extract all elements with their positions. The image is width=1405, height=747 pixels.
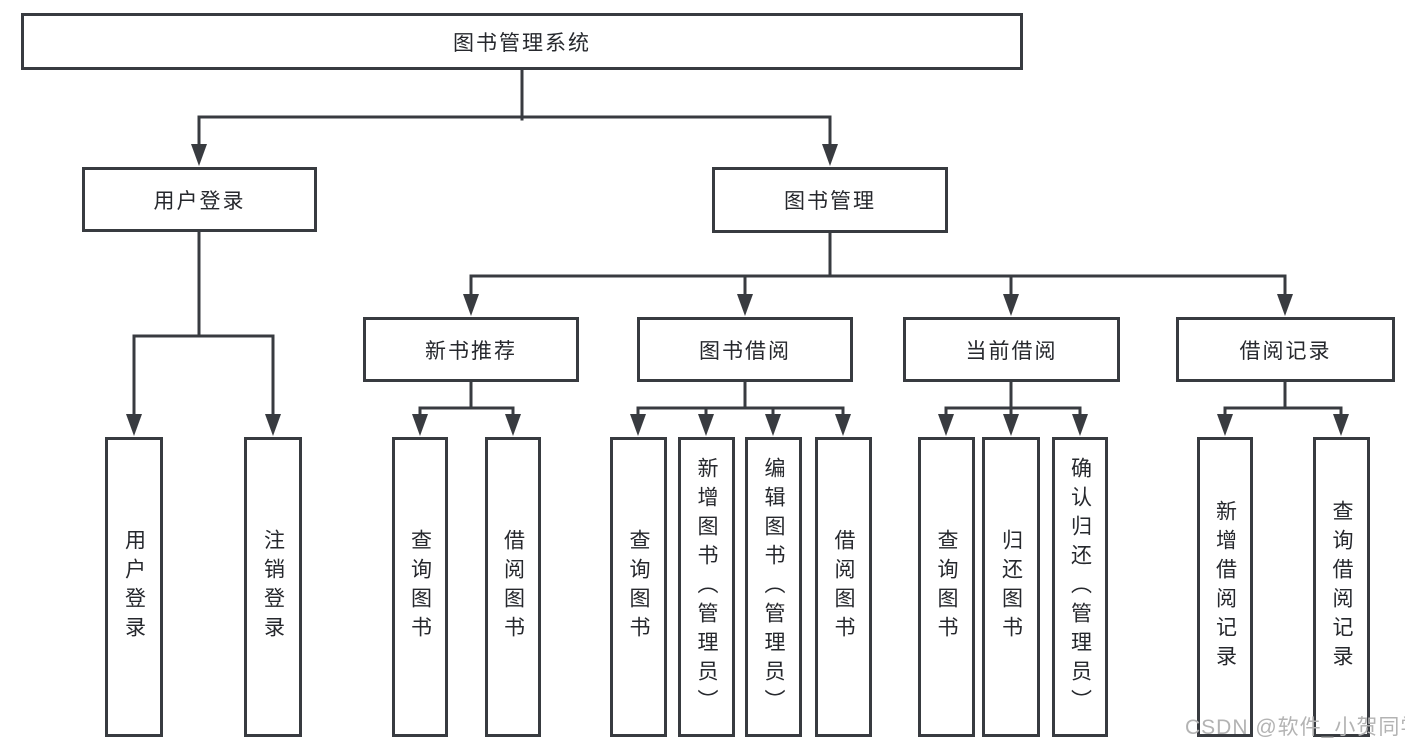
leaf-label: 编辑图书（管理员） [762, 456, 785, 718]
leaf-label: 新增图书（管理员） [695, 456, 718, 718]
arrowhead-icon [630, 414, 646, 436]
leaf-label: 借阅图书 [832, 529, 855, 645]
leaf-borrow-books-borrowing: 借阅图书 [815, 437, 872, 737]
leaf-label: 归还图书 [999, 529, 1023, 645]
arrowhead-icon [265, 414, 281, 436]
node-current-borrowing: 当前借阅 [903, 317, 1120, 382]
arrowhead-icon [1003, 294, 1019, 316]
connector-user-login-children [132, 229, 275, 420]
node-user-login: 用户登录 [82, 167, 317, 232]
arrowhead-icon [1277, 294, 1293, 316]
leaf-query-books-borrowing: 查询图书 [610, 437, 667, 737]
leaf-label: 用户登录 [122, 529, 146, 645]
leaf-query-books-recommend: 查询图书 [392, 437, 448, 737]
leaf-label: 新增借阅记录 [1213, 500, 1237, 674]
leaf-label: 查询图书 [408, 529, 432, 645]
node-label: 借阅记录 [1239, 339, 1332, 363]
node-library-management-system: 图书管理系统 [21, 13, 1023, 70]
leaf-label: 查询图书 [627, 529, 650, 645]
leaf-logout: 注销登录 [244, 437, 302, 737]
connector-current-children [944, 378, 1082, 420]
leaf-label: 借阅图书 [501, 529, 525, 645]
arrowhead-icon [463, 294, 479, 316]
arrowhead-icon [505, 414, 521, 436]
leaf-add-borrow-record: 新增借阅记录 [1197, 437, 1253, 737]
arrowhead-icon [1217, 414, 1233, 436]
leaf-query-borrow-record: 查询借阅记录 [1313, 437, 1370, 737]
node-label: 图书管理系统 [453, 31, 591, 55]
arrowhead-icon [938, 414, 954, 436]
arrowhead-icon [698, 414, 714, 436]
leaf-borrow-books-recommend: 借阅图书 [485, 437, 541, 737]
arrowhead-icon [191, 144, 207, 166]
arrowhead-icon [1333, 414, 1349, 436]
connector-book-mgmt-children [469, 230, 1287, 300]
leaf-label: 注销登录 [261, 529, 285, 645]
leaf-query-books-current: 查询图书 [918, 437, 975, 737]
leaf-add-book-admin: 新增图书（管理员） [678, 437, 735, 737]
connector-new-book-children [418, 378, 515, 420]
connector-root-to-level2 [197, 68, 832, 150]
arrowhead-icon [835, 414, 851, 436]
leaf-confirm-return-admin: 确认归还（管理员） [1052, 437, 1108, 737]
node-label: 图书管理 [784, 190, 876, 213]
leaf-label: 确认归还（管理员） [1068, 456, 1092, 718]
csdn-watermark: CSDN @软件_小贺同学 [1185, 716, 1405, 739]
node-label: 新书推荐 [425, 339, 517, 363]
node-book-borrowing: 图书借阅 [637, 317, 853, 382]
node-new-book-recommend: 新书推荐 [363, 317, 579, 382]
leaf-label: 查询图书 [935, 529, 958, 645]
node-borrowing-records: 借阅记录 [1176, 317, 1395, 382]
connector-borrowing-children [636, 378, 845, 420]
leaf-label: 查询借阅记录 [1330, 500, 1353, 674]
leaf-user-login: 用户登录 [105, 437, 163, 737]
node-label: 图书借阅 [699, 339, 791, 363]
node-book-management: 图书管理 [712, 167, 948, 233]
leaf-return-books: 归还图书 [982, 437, 1040, 737]
arrowhead-icon [412, 414, 428, 436]
arrowhead-icon [1072, 414, 1088, 436]
leaf-edit-book-admin: 编辑图书（管理员） [745, 437, 802, 737]
arrowhead-icon [1003, 414, 1019, 436]
arrowhead-icon [737, 294, 753, 316]
arrowhead-icon [126, 414, 142, 436]
node-label: 用户登录 [153, 189, 246, 213]
arrowhead-icon [765, 414, 781, 436]
connector-records-children [1223, 378, 1343, 420]
arrowhead-icon [822, 144, 838, 166]
node-label: 当前借阅 [965, 339, 1058, 363]
